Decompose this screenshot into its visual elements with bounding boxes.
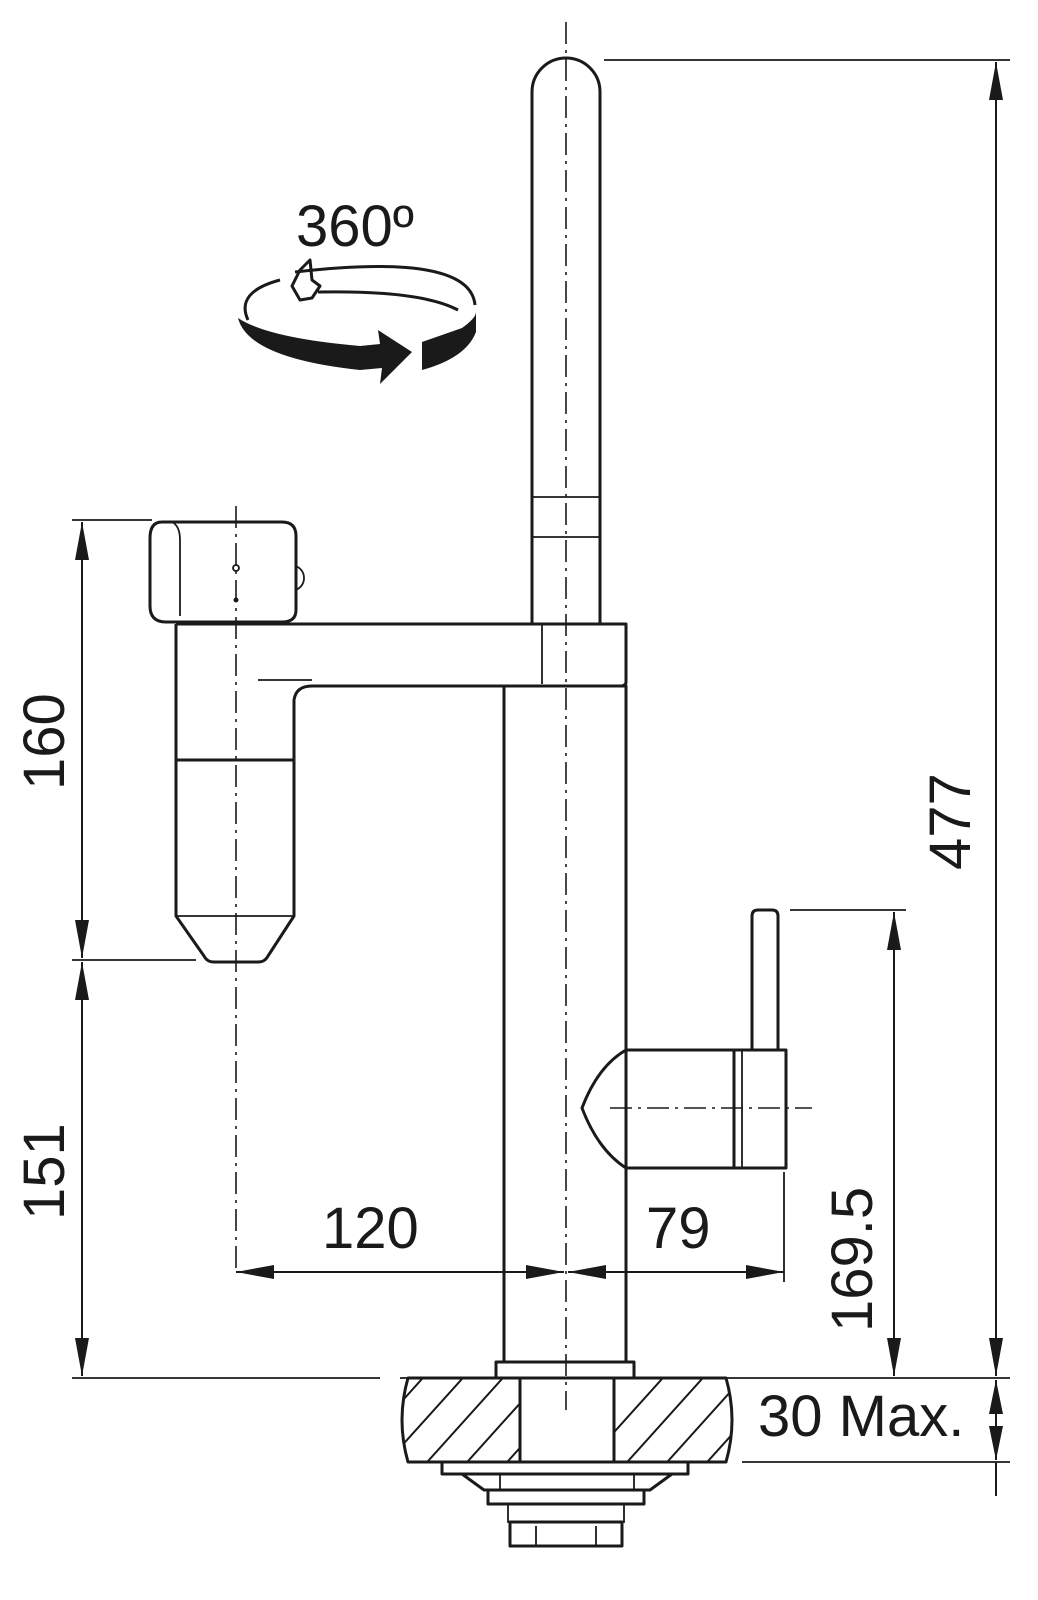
connector-fitting <box>508 1520 624 1548</box>
deck-hatch-left <box>402 1378 520 1462</box>
lever-stick <box>750 908 780 1050</box>
handset-head-side <box>295 565 305 591</box>
lever-handle-body <box>580 1048 736 1170</box>
handset-indicator-pin <box>233 597 239 603</box>
base-ring <box>494 1360 636 1380</box>
handset-head-bezel <box>171 521 181 616</box>
rotation-arrow-icon: 360º <box>238 194 477 384</box>
deck-hatch-right <box>614 1378 732 1462</box>
handset-head <box>148 520 298 624</box>
dim-160-label: 160 <box>12 693 77 790</box>
dim-30-label: 30 Max. <box>758 1384 964 1449</box>
dim-477-label: 477 <box>918 773 983 870</box>
handset-indicator-dot <box>232 564 240 572</box>
dim-79-label: 79 <box>646 1196 711 1261</box>
rotation-label: 360º <box>296 194 414 259</box>
dim-169-label: 169.5 <box>820 1187 885 1332</box>
upper-spout-tube <box>530 56 602 624</box>
lower-column <box>502 684 628 1362</box>
deck-section-left <box>400 1376 522 1464</box>
mounting-bracket <box>460 1472 674 1492</box>
mounting-plate <box>440 1460 690 1476</box>
deck-section-right <box>612 1376 734 1464</box>
rotation-band <box>238 318 412 384</box>
centerlines <box>235 22 812 1410</box>
deck-mounting <box>400 1360 742 1548</box>
lever-cap <box>732 1048 788 1170</box>
swivel-arm <box>176 622 628 760</box>
connector-neck <box>507 1503 625 1523</box>
dimensions: 477 160 151 120 79 169.5 30 Max. <box>12 59 1010 1496</box>
faucet-body <box>148 56 788 1362</box>
dim-151-label: 151 <box>12 1123 77 1220</box>
dim-120-label: 120 <box>322 1196 419 1261</box>
handset-body <box>174 624 296 964</box>
connector-nut <box>486 1488 646 1506</box>
